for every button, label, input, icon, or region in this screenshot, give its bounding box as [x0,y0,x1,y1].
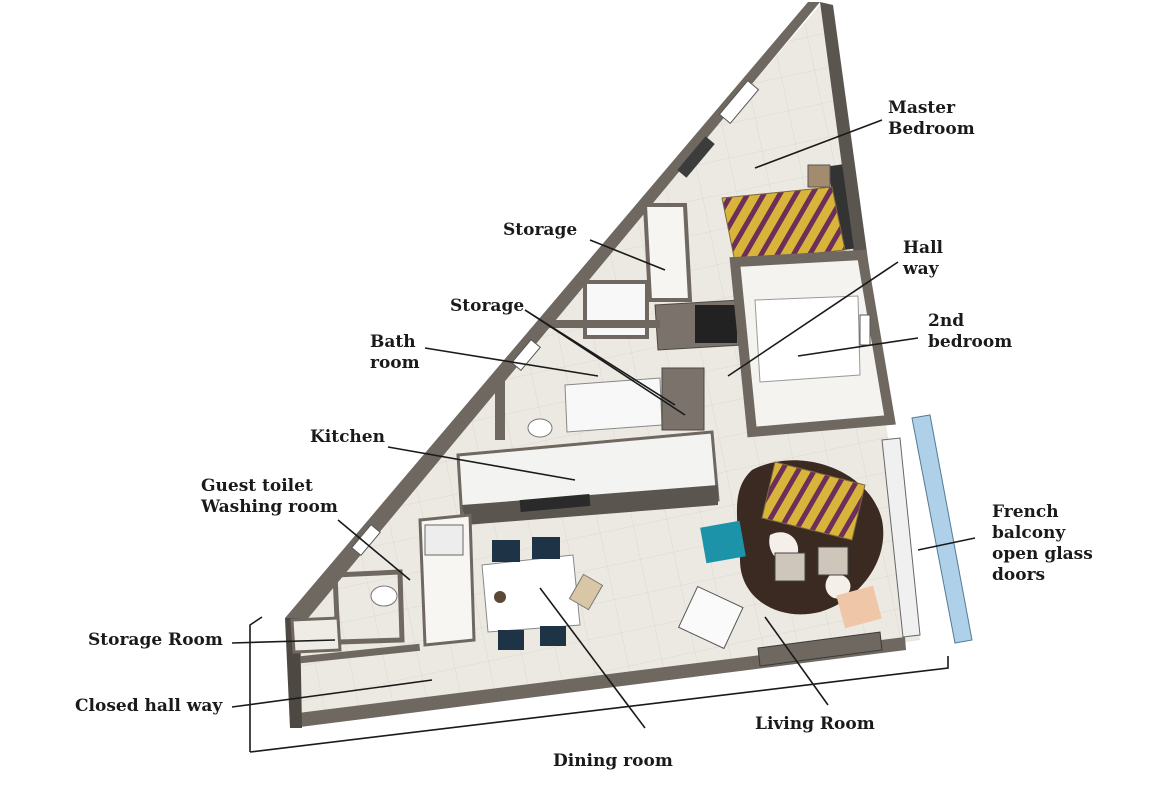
dining-armchair [568,573,604,611]
outer-wall-diagonal [285,2,820,628]
teal-pouf [700,520,746,564]
leader-french-balcony [917,537,976,551]
toilet-bath [527,418,553,438]
second-bed [754,295,861,383]
label-hall-way-line2: way [902,259,940,279]
leader-guest-toilet [337,519,411,581]
leader-hall-way [727,261,899,377]
bathroom-divider [495,380,505,440]
plot-outline [249,656,949,753]
label-master-bedroom: Master Bedroom [888,98,975,139]
label-hall-way-line1: Hall [903,238,944,258]
storage-closet-2 [661,367,705,431]
storage-shelf [300,643,421,664]
label-master-bedroom-line1: Master [888,98,956,118]
leader-living-room [764,616,829,706]
master-bed [721,186,846,263]
cowhide-spots [769,532,851,599]
label-hall-way: Hall way [902,238,949,279]
leader-storage-room [231,639,336,644]
storage-closet-1 [642,203,693,302]
balcony-glass-doors [911,414,973,644]
label-dining-room: Dining room [553,751,673,771]
leader-storage-1 [589,239,666,271]
dining-chair-1 [492,540,520,562]
label-bath-room-line2: room [370,353,420,373]
coffee-table-2 [817,546,849,576]
label-living-room: Living Room [755,714,875,734]
armchair-zebra [761,461,866,541]
leader-kitchen [387,446,576,481]
label-storage-2: Storage [450,296,524,316]
guest-toilet [370,585,398,607]
bathroom-wall [545,320,660,328]
window-diagonal-1 [718,79,760,125]
leader-master-bedroom [754,119,883,169]
label-bath-room-line1: Bath [370,332,416,352]
balcony-frame [881,437,921,638]
table-vase [494,591,506,603]
wardrobe-doors [695,305,737,343]
leader-second-bedroom [797,337,919,357]
leader-closed-hall-way [231,679,433,708]
coffee-table-1 [774,552,806,582]
label-french-balcony-line3: open glass [992,544,1093,564]
peach-pouf [836,585,882,629]
dining-chair-2 [532,537,560,559]
nightstand [807,164,831,188]
outer-wall-bottom [290,637,906,728]
label-guest-toilet-line2: Washing room [200,497,338,517]
label-french-balcony-line1: French [992,502,1059,522]
leader-dining-room [539,587,646,729]
dining-chair-3 [498,630,524,650]
window-diagonal-2 [677,136,715,178]
white-armchair [677,585,744,650]
label-guest-toilet: Guest toilet Washing room [200,476,338,517]
label-second-bedroom: 2nd bedroom [928,311,1012,352]
label-closed-hall-way: Closed hall way [75,696,223,716]
label-second-bedroom-line1: 2nd [928,311,964,331]
kitchen-appliances [519,493,591,513]
label-storage-room: Storage Room [88,630,223,650]
tv-bench [757,631,883,667]
dining-chair-4 [540,626,566,646]
label-bath-room: Bath room [370,332,422,373]
washing-machine [424,524,464,556]
label-french-balcony-line4: doors [992,565,1045,585]
label-master-bedroom-line2: Bedroom [888,119,975,139]
label-guest-toilet-line1: Guest toilet [201,476,313,496]
label-french-balcony-line2: balcony [992,523,1066,543]
label-storage-1: Storage [503,220,577,240]
window-diagonal-4 [351,523,381,557]
label-second-bedroom-line2: bedroom [928,332,1012,352]
tv-unit [828,164,854,251]
label-french-balcony: French balcony open glass doors [992,502,1099,585]
second-bedroom-window [859,314,871,346]
bathroom-sink [583,280,649,339]
plot-outline-left [249,616,263,752]
leader-storage-2b [524,309,676,406]
label-kitchen: Kitchen [310,427,385,447]
bathtub [564,377,663,433]
storage-room [290,616,342,654]
leader-bath-room [424,347,599,377]
